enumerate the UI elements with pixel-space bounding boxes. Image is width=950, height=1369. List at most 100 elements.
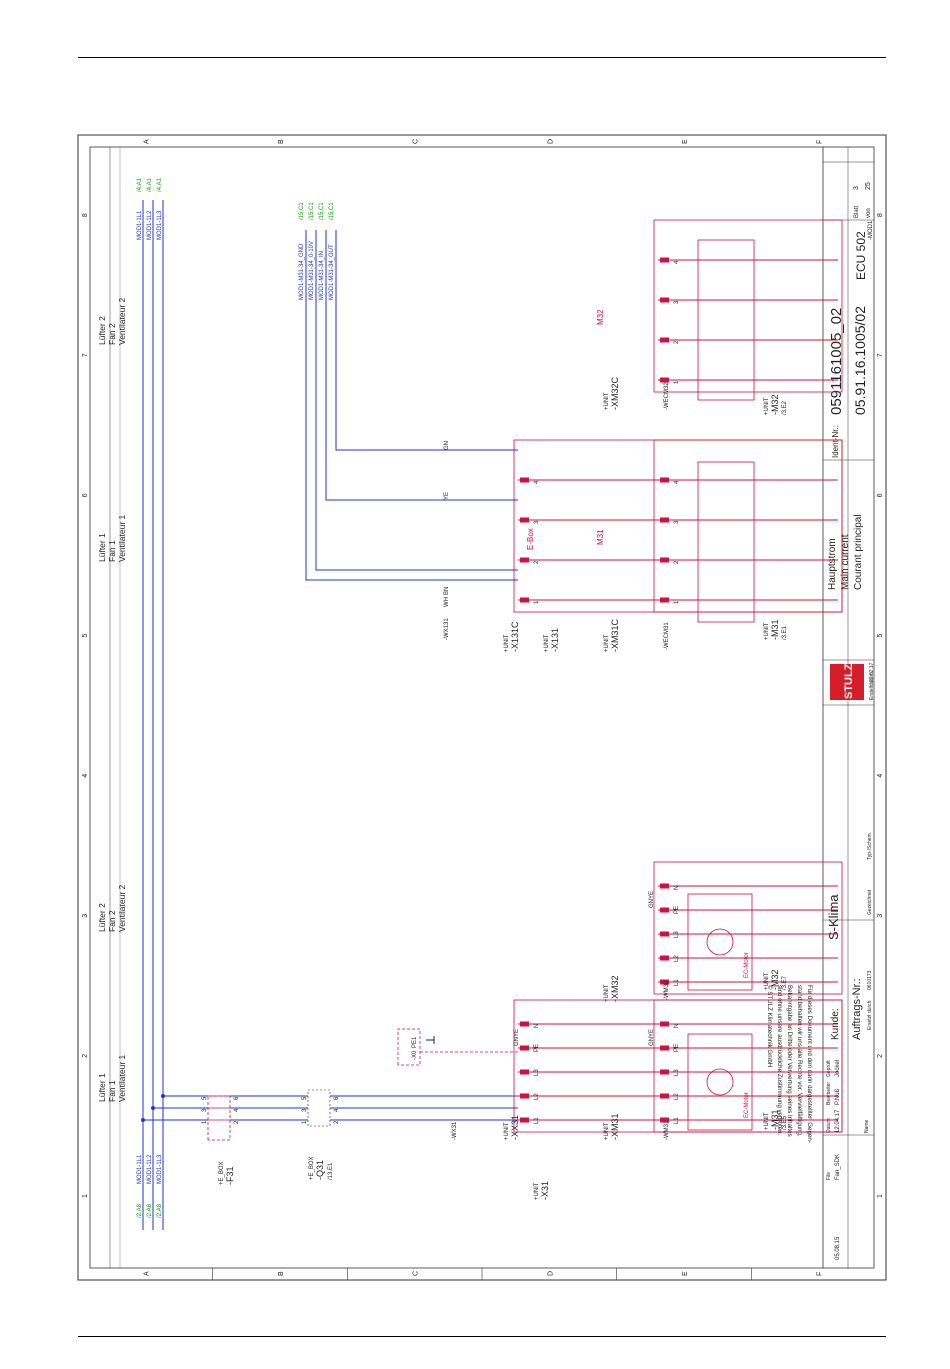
xm31-terminal-L2 bbox=[660, 1093, 669, 1099]
title-german: Hauptstrom bbox=[827, 538, 838, 590]
x31-terminal-PE bbox=[520, 1045, 529, 1051]
f31-location: +E_BOX bbox=[219, 1161, 225, 1185]
xm31c-terminal-label-3: 3 bbox=[674, 520, 680, 524]
supply-busbars bbox=[142, 200, 208, 1230]
xm32-terminal-PE bbox=[660, 907, 669, 913]
row-letter-E: E bbox=[682, 1271, 689, 1276]
fuse-f31: 1 3 5 2 4 6 +E_BOX -F31 bbox=[202, 1095, 240, 1185]
editor-label: Bearbeiter bbox=[826, 1082, 832, 1105]
m31-motor-label: EC-Motor bbox=[744, 1092, 750, 1118]
function-2-line-2: Fan 2 bbox=[107, 910, 117, 932]
m32c-ref: /3.E2 bbox=[782, 400, 788, 415]
function-4-line-3: Ventilateur 2 bbox=[117, 297, 127, 345]
supply-ref-in-2: /2.A8 bbox=[147, 1203, 153, 1218]
q31-tag: -Q31 bbox=[315, 1160, 325, 1180]
row-letter-E-right: E bbox=[682, 139, 689, 144]
order-number: 05.91.16.1005/02 bbox=[852, 306, 868, 415]
xm32-terminal-L1 bbox=[660, 979, 669, 985]
x31-location: +UNIT bbox=[534, 1182, 540, 1200]
q31-top-term-5: 5 bbox=[302, 1096, 308, 1100]
m31c-location: +UNIT bbox=[764, 622, 770, 640]
f31-bot-term-6: 6 bbox=[234, 1096, 240, 1100]
ctrl-color-bn: BN bbox=[444, 587, 450, 595]
x31-tag: -X31 bbox=[540, 1181, 550, 1200]
col-number-6: 6 bbox=[82, 493, 89, 497]
replaced-value: 0610173 bbox=[867, 970, 873, 990]
col-number-4: 4 bbox=[82, 774, 89, 778]
stulz-logo-text: STULZ bbox=[843, 663, 855, 699]
sheet-label: Blatt bbox=[854, 206, 860, 218]
xm32c-terminal-1 bbox=[660, 377, 669, 383]
supply-ref-out-2: /4.A1 bbox=[147, 177, 153, 192]
col-number-7-bottom: 7 bbox=[877, 353, 884, 357]
order-label: Auftrags-Nr.: bbox=[851, 978, 863, 1040]
row-letter-A: A bbox=[143, 1271, 150, 1276]
title-block: Kunde: S-Klima Auftrags-Nr.: Hauptstrom … bbox=[822, 147, 875, 1268]
function-3-line-3: Ventilateur 1 bbox=[117, 514, 127, 562]
m31-ref: /3.E5 bbox=[782, 1115, 788, 1130]
supply-refs: /2.A8 /2.A8 /2.A8 /4.A1 /4.A1 /4.A1 bbox=[137, 177, 163, 1218]
xm31-terminal-label-PE: PE bbox=[674, 1044, 680, 1052]
ctrl-color-wh: WH bbox=[444, 597, 450, 607]
col-number-2-bottom: 2 bbox=[877, 1054, 884, 1058]
xm31-tag: -XM31 bbox=[610, 1113, 620, 1140]
x131-terminal-label-2: 2 bbox=[534, 560, 540, 564]
col-number-4-bottom: 4 bbox=[877, 774, 884, 778]
xm31-terminal-label-L1: L1 bbox=[674, 1117, 680, 1124]
customer-name: S-Klima bbox=[826, 894, 841, 940]
bottom-rule bbox=[78, 1336, 886, 1337]
xm31c-terminal-1 bbox=[660, 597, 669, 603]
q31-top-term-1: 1 bbox=[302, 1120, 308, 1124]
xm32c-terminal-label-4: 4 bbox=[674, 260, 680, 264]
gnye-label-2: GNYE bbox=[649, 1029, 655, 1046]
row-letter-C: C bbox=[413, 1271, 420, 1276]
power-cable bbox=[330, 1095, 518, 1121]
q31-top-term-3: 3 bbox=[302, 1108, 308, 1112]
copyright-line-5: © STULZ Klimatechnik GmbH bbox=[766, 985, 773, 1067]
x131-terminal-4 bbox=[520, 477, 529, 483]
wire-tags: -WM31 -WM32 GNYE GNYE GNYE -WX131 -WECM3… bbox=[444, 382, 670, 1140]
x31-terminal-label-L2: L2 bbox=[534, 1093, 540, 1100]
title-french: Courant principal bbox=[853, 514, 864, 590]
col-number-5: 5 bbox=[82, 633, 89, 637]
m32c-cable-tag: -WECM32 bbox=[664, 382, 670, 410]
xm32c-tag: -XM32C bbox=[610, 376, 620, 410]
x31-terminal-L3 bbox=[520, 1069, 529, 1075]
f31-top-term-1: 1 bbox=[202, 1120, 208, 1124]
xm31c-terminal-label-2: 2 bbox=[674, 560, 680, 564]
col-number-1-bottom: 1 bbox=[877, 1194, 884, 1198]
m32-location: +UNIT bbox=[764, 972, 770, 990]
copyright-line-1: Für dieses Dokument und den darin darges… bbox=[806, 985, 813, 1143]
x31-terminal-L1 bbox=[520, 1117, 529, 1123]
breaker-q31: +E_BOX -Q31 /13.E1 1 3 5 2 4 6 bbox=[230, 1089, 340, 1180]
supply-ref-in-1: /2.A8 bbox=[137, 1203, 143, 1218]
function-1-line-1: Lüfter 1 bbox=[97, 1073, 107, 1102]
x131-box bbox=[513, 439, 843, 613]
xm32-terminal-label-L2: L2 bbox=[674, 955, 680, 962]
type-label: Typ-/Schem. bbox=[867, 832, 873, 860]
f31-top-term-3: 3 bbox=[202, 1108, 208, 1112]
xm32-terminal-N bbox=[660, 883, 669, 889]
m31-control-box: +UNIT -M31 /3.E1 bbox=[697, 461, 788, 640]
x31-terminal-label-L1: L1 bbox=[534, 1117, 540, 1124]
product-name: ECU 502 bbox=[854, 231, 868, 280]
stulz-logo bbox=[830, 664, 864, 700]
terminal-labels: +UNIT -XX31 +UNIT -X31 +UNIT -XM31 +UNIT… bbox=[504, 376, 620, 1200]
f31-bot-term-2: 2 bbox=[234, 1120, 240, 1124]
col-number-3-bottom: 3 bbox=[877, 914, 884, 918]
xm31-terminal-PE bbox=[660, 1045, 669, 1051]
m32-control-box: +UNIT -M32 /3.E2 bbox=[697, 239, 788, 415]
signal-net-in: MOD1-M31-34_IN bbox=[319, 251, 325, 300]
function-1-line-2: Fan 1 bbox=[107, 1080, 117, 1102]
x131c-location: +UNIT bbox=[504, 634, 510, 652]
xm31-terminal-N bbox=[660, 1021, 669, 1027]
xm32-terminal-label-N: N bbox=[674, 886, 680, 890]
function-4-line-2: Fan 2 bbox=[107, 323, 117, 345]
sheet-of-label: von bbox=[866, 208, 872, 218]
x31-terminal-N bbox=[520, 1021, 529, 1027]
revision-date: 05.08.15 bbox=[835, 1236, 841, 1260]
copyright-line-4: sind ohne unsere ausdrückliche Zustimmun… bbox=[776, 985, 783, 1136]
xm32c-terminal-2 bbox=[660, 337, 669, 343]
supply-ref-out-3: /4.A1 bbox=[157, 177, 163, 192]
